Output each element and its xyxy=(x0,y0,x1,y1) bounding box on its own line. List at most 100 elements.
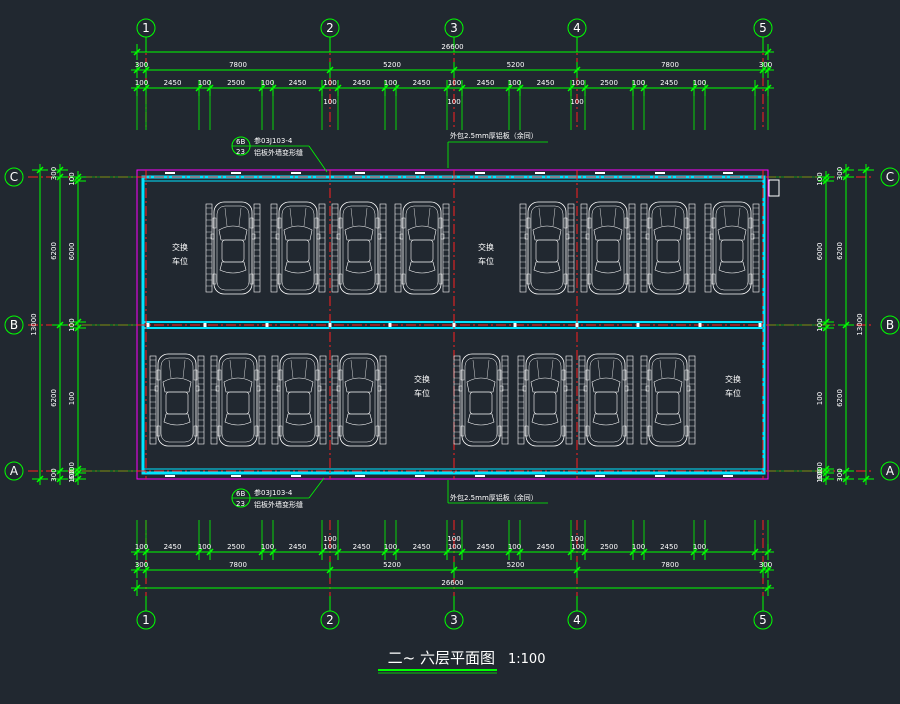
dim-tick xyxy=(701,84,709,92)
dim-tick xyxy=(326,566,334,574)
car-hood-line xyxy=(659,359,663,379)
car-wheel xyxy=(401,217,406,229)
car-wheel xyxy=(563,217,568,229)
car-rail-left xyxy=(270,203,278,293)
car-wheel xyxy=(497,425,502,437)
car-wheel xyxy=(315,425,320,437)
dim-tick xyxy=(764,548,772,556)
edge-marker-bottom xyxy=(291,475,301,477)
car-rail-left xyxy=(580,203,588,293)
car-hood-line xyxy=(413,207,417,227)
car-rear-window xyxy=(594,261,622,274)
dim-label: 6200 xyxy=(836,389,844,407)
car-body xyxy=(402,201,442,295)
car-windscreen xyxy=(283,225,313,241)
dim-tick xyxy=(516,548,524,556)
car-rail-left xyxy=(210,355,218,445)
car-windscreen xyxy=(344,377,374,393)
car-body-inner xyxy=(282,357,316,443)
car-rail-right xyxy=(565,355,573,445)
car-mirror xyxy=(256,385,261,392)
grid-bubble-label: 3 xyxy=(450,613,458,627)
car-space xyxy=(640,353,696,447)
car-windscreen xyxy=(653,225,683,241)
car-hood-line xyxy=(723,207,727,227)
car-body-inner xyxy=(160,357,194,443)
dim-label: 2450 xyxy=(537,79,555,87)
dim-tick xyxy=(822,475,830,483)
dim-tick xyxy=(392,548,400,556)
car-hood-line xyxy=(182,359,186,379)
car-wheel xyxy=(156,425,161,437)
car-wheel xyxy=(217,369,222,381)
car-hood-line xyxy=(552,207,556,227)
car-body-inner xyxy=(281,205,315,291)
dim-tick xyxy=(842,467,850,475)
car-mirror xyxy=(583,385,588,392)
mid-marker xyxy=(265,323,269,327)
dim-tick xyxy=(764,584,772,592)
zone-label-line2: 车位 xyxy=(172,256,188,266)
dim-tick xyxy=(74,177,82,185)
car-wheel xyxy=(193,369,198,381)
car-mirror xyxy=(686,233,691,240)
zone-label-line2: 车位 xyxy=(478,256,494,266)
car-wheel xyxy=(561,425,566,437)
car-rail-left xyxy=(271,355,279,445)
car-space xyxy=(640,201,696,295)
car-body xyxy=(213,201,253,295)
dim-label: 2450 xyxy=(289,543,307,551)
grid-bubble-label: 5 xyxy=(759,613,767,627)
dim-tick xyxy=(56,467,64,475)
car-hood-line xyxy=(224,207,228,227)
dim-tick xyxy=(690,548,698,556)
car-rail-right xyxy=(626,355,634,445)
car-hood-line xyxy=(673,207,677,227)
grid-bubble-circle xyxy=(880,315,900,335)
car-hood-line xyxy=(427,207,431,227)
dim-label: 2450 xyxy=(353,79,371,87)
dim-tick xyxy=(759,66,767,74)
cladding-note: 外包2.5mm厚铝板（余同） xyxy=(450,493,538,502)
car-mirror xyxy=(154,385,159,392)
dim-label: 100 xyxy=(816,172,824,185)
car-body-inner xyxy=(216,205,250,291)
car-wheel xyxy=(624,217,629,229)
dim-tick xyxy=(764,84,772,92)
car-mirror xyxy=(440,233,445,240)
edge-marker-top xyxy=(655,172,665,174)
car-windscreen xyxy=(653,377,683,393)
dim-label: 300 xyxy=(836,468,844,481)
car-body-inner xyxy=(715,205,749,291)
car-hood-line xyxy=(350,359,354,379)
ref-num-top: 6B xyxy=(236,490,245,498)
car-rail-right xyxy=(318,203,326,293)
car-roof xyxy=(410,239,434,263)
car-body-inner xyxy=(589,357,623,443)
car-mirror xyxy=(563,385,568,392)
car-roof xyxy=(535,239,559,263)
car-rail-right xyxy=(688,203,696,293)
ref-leader xyxy=(308,477,325,499)
car-rail-left xyxy=(331,203,339,293)
cladding-note: 外包2.5mm厚铝板（余同） xyxy=(450,131,538,140)
car-body xyxy=(339,353,379,447)
dim-tick xyxy=(133,566,141,574)
dim-label: 100 xyxy=(816,318,824,331)
car-wheel xyxy=(624,273,629,285)
car-wheel xyxy=(438,273,443,285)
car-rail-left xyxy=(205,203,213,293)
dim-label: 6200 xyxy=(50,389,58,407)
grid-bubble-label: 2 xyxy=(326,21,334,35)
car-mirror xyxy=(195,385,200,392)
grid-bubble-label: 4 xyxy=(573,613,581,627)
dim-label: 2450 xyxy=(413,543,431,551)
dim-tick xyxy=(206,548,214,556)
car-wheel xyxy=(338,425,343,437)
car-body-inner xyxy=(528,357,562,443)
grid-bubble-circle xyxy=(880,461,900,481)
car-mirror xyxy=(709,233,714,240)
car-roof xyxy=(287,391,311,415)
edge-marker-top xyxy=(355,172,365,174)
